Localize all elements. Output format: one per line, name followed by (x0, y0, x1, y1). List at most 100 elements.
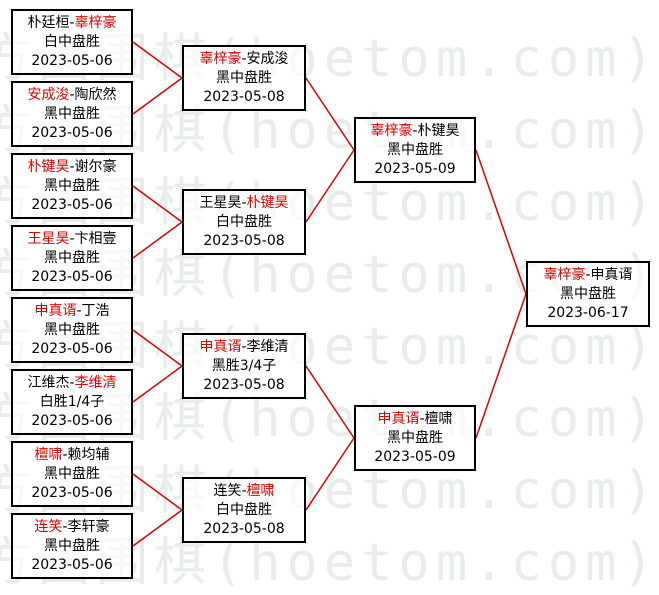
winner-name: 辜梓豪 (543, 267, 586, 283)
match-date: 2023-05-08 (203, 377, 285, 393)
winner-name: 安成浚 (27, 87, 70, 103)
player-separator: - (241, 483, 247, 499)
connector-line (132, 41, 183, 79)
connector-line (132, 185, 183, 223)
player-separator: - (62, 447, 68, 463)
connector-line (475, 293, 527, 439)
connector-line (132, 509, 183, 547)
player-separator: - (241, 339, 247, 355)
winner-name: 辜梓豪 (74, 15, 117, 31)
player-name: 王星昊 (199, 195, 242, 211)
match-players: 申真谞-丁浩 (13, 302, 131, 321)
match-result: 黑中盘胜 (44, 466, 100, 482)
player-separator: - (69, 159, 75, 175)
match-players: 王星昊-卞相壹 (13, 230, 131, 249)
match-date: 2023-06-17 (547, 305, 629, 321)
match-date: 2023-05-08 (203, 521, 285, 537)
match-result: 黑中盘胜 (387, 142, 443, 158)
player-separator: - (241, 51, 247, 67)
winner-name: 辜梓豪 (370, 123, 413, 139)
player-separator: - (69, 15, 75, 31)
match-players: 辜梓豪-安成浚 (184, 50, 304, 69)
connector-line (132, 473, 183, 511)
match-box: 王星昊-卞相壹黑中盘胜 2023-05-06 (11, 225, 133, 291)
player-separator: - (76, 303, 82, 319)
player-name: 谢尔豪 (74, 159, 117, 175)
player-name: 卞相壹 (74, 231, 117, 247)
player-separator: - (241, 195, 247, 211)
match-result: 黑中盘胜 (44, 106, 100, 122)
player-name: 李维清 (246, 339, 289, 355)
match-result: 黑胜3/4子 (211, 358, 277, 374)
match-date: 2023-05-08 (203, 233, 285, 249)
connector-line (132, 221, 183, 259)
winner-name: 申真谞 (34, 303, 77, 319)
connector-line (305, 149, 355, 223)
winner-name: 檀啸 (246, 483, 275, 499)
match-players: 辜梓豪-申真谞 (528, 266, 648, 285)
match-date: 2023-05-06 (31, 53, 113, 69)
match-box: 辜梓豪-安成浚黑中盘胜 2023-05-08 (182, 45, 306, 111)
player-name: 赖均辅 (67, 447, 110, 463)
winner-name: 申真谞 (377, 411, 420, 427)
match-date: 2023-05-06 (31, 413, 113, 429)
winner-name: 申真谞 (199, 339, 242, 355)
winner-name: 李维清 (74, 375, 117, 391)
match-result: 黑中盘胜 (387, 430, 443, 446)
match-result: 黑中盘胜 (44, 250, 100, 266)
match-date: 2023-05-08 (203, 89, 285, 105)
player-name: 申真谞 (590, 267, 633, 283)
winner-name: 朴键昊 (246, 195, 289, 211)
match-date: 2023-05-06 (31, 341, 113, 357)
match-players: 连笑-李轩豪 (13, 518, 131, 537)
match-result: 黑中盘胜 (44, 538, 100, 554)
match-players: 申真谞-李维清 (184, 338, 304, 357)
match-date: 2023-05-06 (31, 485, 113, 501)
match-box: 檀啸-赖均辅黑中盘胜 2023-05-06 (11, 441, 133, 507)
player-separator: - (585, 267, 591, 283)
match-result: 黑中盘胜 (216, 70, 272, 86)
winner-name: 辜梓豪 (199, 51, 242, 67)
match-box: 申真谞-檀啸黑中盘胜 2023-05-09 (354, 405, 476, 471)
player-separator: - (419, 411, 425, 427)
connector-line (132, 77, 183, 115)
player-separator: - (62, 519, 68, 535)
match-date: 2023-05-09 (374, 161, 456, 177)
match-result: 白胜1/4子 (39, 394, 105, 410)
match-players: 朴廷桓-辜梓豪 (13, 14, 131, 33)
connector-line (132, 365, 183, 403)
player-name: 檀啸 (424, 411, 453, 427)
match-box: 朴廷桓-辜梓豪白中盘胜 2023-05-06 (11, 9, 133, 75)
match-players: 辜梓豪-朴键昊 (356, 122, 474, 141)
match-date: 2023-05-06 (31, 557, 113, 573)
match-players: 王星昊-朴键昊 (184, 194, 304, 213)
match-result: 白中盘胜 (44, 34, 100, 50)
player-separator: - (69, 375, 75, 391)
match-result: 白中盘胜 (216, 214, 272, 230)
player-name: 朴键昊 (417, 123, 460, 139)
match-result: 黑中盘胜 (44, 322, 100, 338)
match-result: 黑中盘胜 (44, 178, 100, 194)
winner-name: 王星昊 (27, 231, 70, 247)
match-box: 辜梓豪-朴键昊黑中盘胜 2023-05-09 (354, 117, 476, 183)
match-players: 安成浚-陶欣然 (13, 86, 131, 105)
match-players: 檀啸-赖均辅 (13, 446, 131, 465)
player-name: 李轩豪 (67, 519, 110, 535)
connector-line (305, 77, 355, 151)
match-players: 朴键昊-谢尔豪 (13, 158, 131, 177)
connector-line (475, 149, 527, 295)
player-name: 陶欣然 (74, 87, 117, 103)
winner-name: 朴键昊 (27, 159, 70, 175)
match-result: 黑中盘胜 (560, 286, 616, 302)
match-date: 2023-05-09 (374, 449, 456, 465)
connector-line (305, 437, 355, 511)
winner-name: 连笑 (34, 519, 63, 535)
match-date: 2023-05-06 (31, 269, 113, 285)
